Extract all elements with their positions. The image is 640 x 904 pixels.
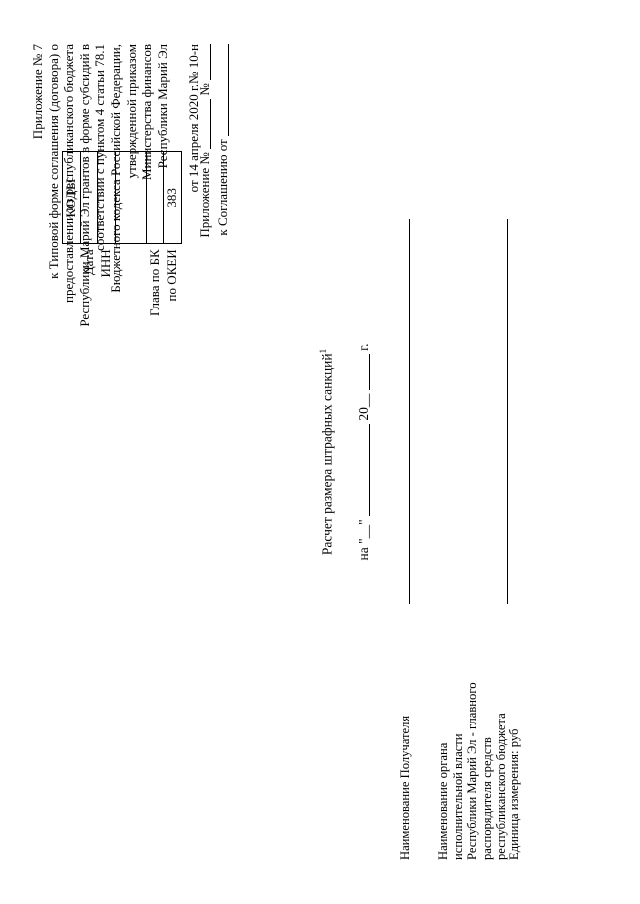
appendix-reference-block: Приложение № № к Соглашению от	[196, 44, 232, 474]
header-line-1: Приложение № 7	[30, 44, 45, 140]
codes-row-value-date[interactable]	[80, 151, 98, 244]
codes-table-empty-label	[63, 244, 81, 319]
codes-row-label-inn: ИНН	[98, 249, 114, 278]
codes-row-label-bk: Глава по БК	[146, 249, 162, 316]
report-date-month-blank[interactable]	[356, 424, 370, 517]
codes-row-value-bk[interactable]	[146, 151, 164, 244]
label-recipient-name: Наименование Получателя	[398, 715, 412, 860]
codes-row-value-blank[interactable]	[115, 151, 146, 244]
report-date-prefix: на "__"	[356, 519, 371, 561]
codes-row-value-inn[interactable]	[97, 151, 115, 244]
appendix-agreement-blank[interactable]	[215, 44, 229, 136]
report-date-line: на "__" 20__ г.	[356, 0, 372, 904]
codes-row-label-date: Дата	[80, 249, 96, 276]
appendix-number-label: Приложение №	[197, 152, 212, 238]
codes-row-value-okei[interactable]: 383	[163, 151, 181, 244]
label-measurement-unit: Единица измерения: руб	[507, 728, 521, 860]
rule-recipient-name[interactable]	[409, 219, 410, 604]
table-row: КОДЫ	[62, 151, 81, 319]
report-date-year: 20__	[356, 393, 371, 421]
codes-row-label-blank	[115, 244, 146, 319]
codes-table: КОДЫ Дата ИНН Глава по Б	[62, 151, 182, 319]
appendix-number-sep: №	[197, 83, 212, 96]
header-line-2: к Типовой форме соглашения (договора) о	[45, 44, 61, 279]
appendix-agreement-line: к Соглашению от	[214, 44, 232, 474]
table-row: по ОКЕИ 383	[163, 151, 181, 319]
rule-executive-body[interactable]	[507, 219, 508, 604]
codes-row-label-okei: по ОКЕИ	[164, 249, 180, 302]
appendix-number-blank-2[interactable]	[197, 44, 211, 80]
appendix-number-blank[interactable]	[197, 98, 211, 149]
codes-table-header-cell: КОДЫ	[62, 151, 80, 244]
appendix-agreement-label: к Соглашению от	[215, 139, 230, 236]
report-date-year-blank[interactable]	[356, 354, 370, 391]
table-row	[115, 151, 146, 319]
page-title: Расчет размера штрафных санкций1	[318, 0, 336, 904]
table-row: ИНН	[97, 151, 115, 319]
appendix-number-line: Приложение № №	[196, 44, 214, 474]
table-row: Дата	[80, 151, 98, 319]
page-title-text: Расчет размера штрафных санкций	[319, 353, 335, 556]
report-date-suffix: г.	[356, 343, 371, 351]
table-row: Глава по БК	[146, 151, 164, 319]
title-footnote-marker: 1	[318, 348, 328, 354]
label-executive-body: Наименование органа исполнительной власт…	[436, 682, 509, 861]
